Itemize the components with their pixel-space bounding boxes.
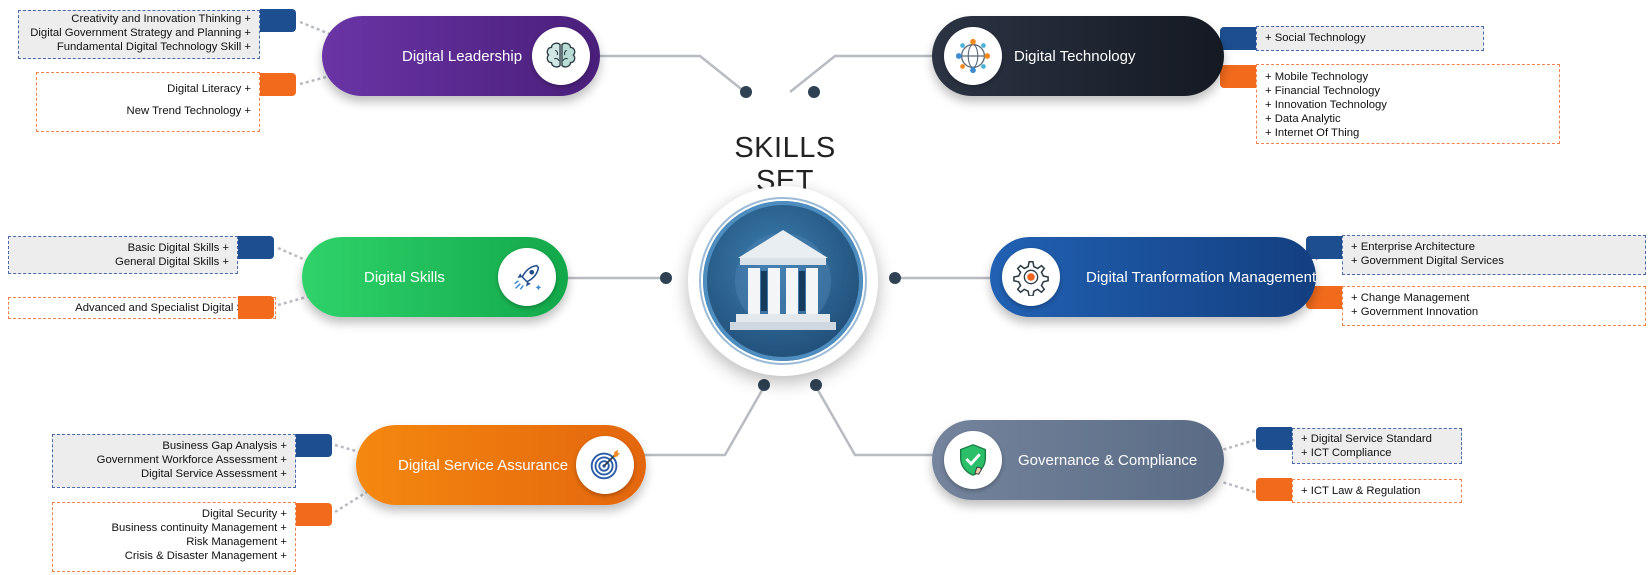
digital-service-assurance-pill[interactable]: Digital Service Assurance [356, 425, 646, 505]
digital-technology-pill[interactable]: Digital Technology [932, 16, 1224, 96]
list-item: Business Gap Analysis + [162, 440, 287, 452]
leadership-orange-list: Digital Literacy + New Trend Technology … [36, 72, 260, 132]
list-item: + Government Innovation [1351, 306, 1479, 318]
technology-blue-list: + Social Technology [1256, 26, 1484, 51]
list-item: + Social Technology [1265, 32, 1366, 44]
list-item: Digital Security + [201, 508, 287, 520]
central-hub [688, 186, 878, 376]
government-building-icon [730, 230, 836, 330]
list-item: + Government Digital Services [1351, 255, 1504, 267]
technology-blue-tab [1220, 27, 1256, 50]
list-item: Business continuity Management + [111, 522, 287, 534]
assurance-orange-list: Digital Security + Business continuity M… [52, 502, 296, 572]
list-item: New Trend Technology + [126, 105, 251, 117]
brain-icon [546, 42, 576, 68]
list-item: General Digital Skills + [115, 256, 229, 268]
list-item: + Innovation Technology [1265, 99, 1387, 111]
governance-orange-tab [1256, 478, 1292, 501]
technology-orange-list: + Mobile Technology + Financial Technolo… [1256, 64, 1560, 144]
list-item: Fundamental Digital Technology Skill + [56, 41, 251, 53]
digital-skills-pill[interactable]: Digital Skills [302, 237, 568, 317]
list-item: + Internet Of Thing [1265, 127, 1360, 139]
list-item: + ICT Law & Regulation [1301, 485, 1421, 497]
rocket-icon [514, 264, 542, 291]
transformation-orange-list: + Change Management + Government Innovat… [1342, 286, 1646, 326]
list-item: + Mobile Technology [1265, 71, 1369, 83]
assurance-blue-list: Business Gap Analysis + Government Workf… [52, 434, 296, 488]
technology-orange-tab [1220, 65, 1256, 88]
list-item: Creativity and Innovation Thinking + [71, 13, 251, 25]
target-icon [590, 449, 621, 480]
list-item: Risk Management + [186, 536, 287, 548]
skills-orange-list: Advanced and Specialist Digital Skill + [8, 297, 276, 319]
category-label: Digital Service Assurance [398, 456, 569, 474]
list-item: Government Workforce Assessment + [96, 454, 287, 466]
skills-blue-tab [238, 236, 274, 259]
shield-check-icon [959, 444, 987, 476]
leadership-orange-tab [260, 73, 296, 96]
category-label: Digital Skills [364, 268, 445, 286]
category-label: Digital Technology [1014, 47, 1136, 65]
list-item: + Data Analytic [1265, 113, 1341, 125]
transformation-blue-tab [1306, 236, 1342, 259]
list-item: + Financial Technology [1265, 85, 1381, 97]
list-item: + Enterprise Architecture [1351, 241, 1476, 253]
leadership-blue-tab [260, 9, 296, 32]
category-label: Digital Tranformation Management [1086, 268, 1317, 286]
list-item: Digital Service Assessment + [141, 468, 287, 480]
transformation-blue-list: + Enterprise Architecture + Government D… [1342, 235, 1646, 275]
governance-blue-list: + Digital Service Standard + ICT Complia… [1292, 428, 1462, 464]
skills-orange-tab [238, 296, 274, 319]
governance-orange-list: + ICT Law & Regulation [1292, 479, 1462, 503]
network-globe-icon [955, 38, 991, 74]
list-item: + Change Management [1351, 292, 1470, 304]
list-item: Advanced and Specialist Digital Skill + [75, 302, 267, 314]
governance-compliance-pill[interactable]: Governance & Compliance [932, 420, 1224, 500]
governance-blue-tab [1256, 427, 1292, 450]
digital-transformation-management-pill[interactable]: Digital Tranformation Management [990, 237, 1316, 317]
list-item: Crisis & Disaster Management + [124, 550, 287, 562]
transformation-orange-tab [1306, 286, 1342, 309]
list-item: + Digital Service Standard [1301, 433, 1432, 445]
digital-leadership-pill[interactable]: Digital Leadership [322, 16, 600, 96]
gear-icon [1013, 261, 1049, 296]
assurance-orange-tab [296, 503, 332, 526]
category-label: Digital Leadership [402, 47, 523, 65]
leadership-blue-list: Creativity and Innovation Thinking + Dig… [18, 10, 260, 59]
category-label: Governance & Compliance [1018, 451, 1198, 469]
assurance-blue-tab [296, 434, 332, 457]
list-item: Digital Government Strategy and Planning… [30, 27, 251, 39]
list-item: + ICT Compliance [1301, 447, 1392, 459]
list-item: Basic Digital Skills + [127, 242, 229, 254]
list-item: Digital Literacy + [167, 83, 251, 95]
skills-blue-list: Basic Digital Skills + General Digital S… [8, 236, 238, 274]
